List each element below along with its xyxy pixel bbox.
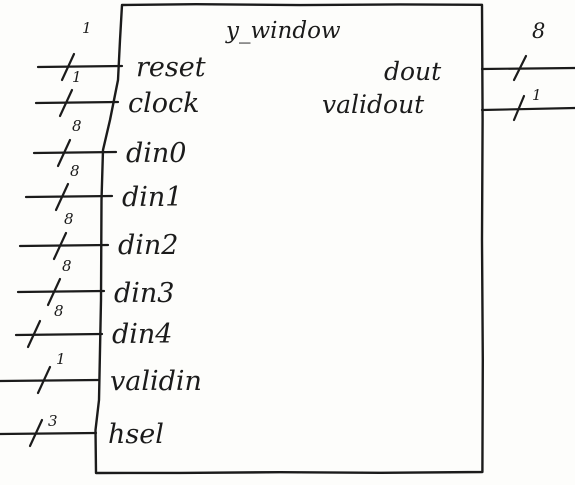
wire-clock [34,100,120,105]
wire-din0 [32,150,118,155]
port-din3: din3 [114,278,175,309]
width-validin: 1 [56,350,66,368]
width-din0: 8 [72,117,82,135]
port-din4: din4 [112,319,173,350]
wire-din2 [18,243,110,248]
width-hsel: 3 [48,412,58,430]
width-din3: 8 [62,257,72,275]
port-din1: din1 [122,182,183,213]
input-wires: 1 reset 1 clock 8 din0 8 din1 8 din2 8 d… [0,19,206,450]
width-dout: 8 [532,19,545,43]
tick-dout [512,54,528,82]
port-validout: validout [322,90,425,119]
wire-validout [480,106,575,112]
port-dout: dout [384,57,442,86]
wire-din1 [24,194,114,199]
wire-hsel [0,431,98,436]
wire-din4 [14,332,104,337]
width-din2: 8 [64,210,74,228]
wire-validin [0,378,100,383]
width-reset: 1 [82,19,92,37]
tick-clock [58,88,74,118]
width-din4: 8 [54,302,64,320]
port-hsel: hsel [108,419,164,450]
tick-din2 [52,231,68,261]
tick-reset [60,52,76,82]
tick-validin [36,365,52,395]
tick-din0 [56,138,72,168]
port-clock: clock [128,88,200,119]
tick-din1 [54,182,70,212]
tick-hsel [28,418,44,448]
block-title: y_window [225,18,341,44]
wire-din3 [16,289,106,294]
tick-din4 [26,319,42,349]
port-reset: reset [136,52,206,83]
block-box [94,3,484,475]
port-din0: din0 [126,138,187,169]
width-din1: 8 [70,162,80,180]
output-wires: dout 8 validout 1 [322,19,575,122]
wire-dout [480,66,575,71]
width-clock: 1 [72,68,82,86]
port-din2: din2 [118,230,179,261]
port-validin: validin [110,366,202,397]
wire-reset [36,64,124,69]
tick-validout [512,94,526,122]
tick-din3 [46,277,62,307]
width-validout: 1 [532,86,542,104]
